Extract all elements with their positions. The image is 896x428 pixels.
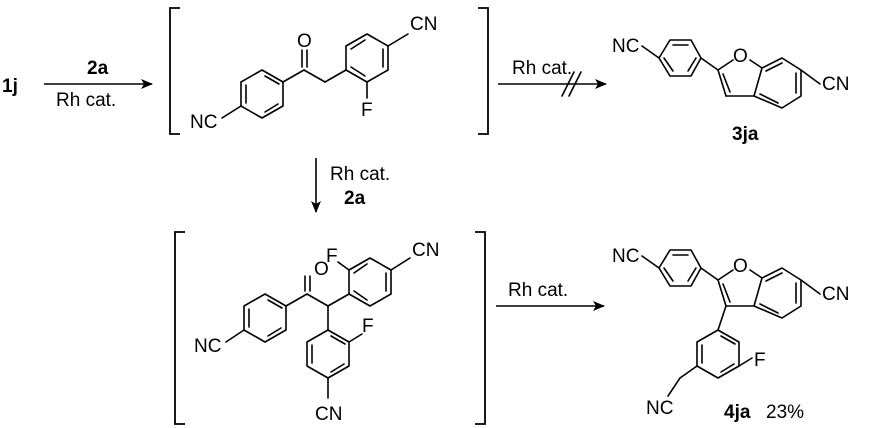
nitrile-label: CN bbox=[822, 74, 849, 95]
oxygen-label: O bbox=[297, 31, 312, 52]
catalyst-label-4: Rh cat. bbox=[508, 280, 568, 301]
catalyst-label-1: Rh cat. bbox=[56, 90, 116, 111]
nitrile-label: CN bbox=[315, 404, 342, 425]
reagent-2a-label: 2a bbox=[87, 58, 109, 79]
bracket-left-2 bbox=[174, 231, 185, 425]
reagent-2a-label: 2a bbox=[344, 188, 366, 209]
nitrile-label: NC bbox=[612, 246, 639, 267]
compound-3ja-label: 3ja bbox=[732, 124, 759, 145]
nitrile-label: NC bbox=[612, 36, 639, 57]
nitrile-label: NC bbox=[646, 398, 673, 419]
intermediate-2-structure: NC O F CN F CN bbox=[194, 240, 439, 425]
bracket-left-1 bbox=[169, 7, 180, 135]
fluorine-label: F bbox=[326, 246, 338, 267]
yield-label: 23% bbox=[766, 402, 804, 423]
nitrile-label: CN bbox=[412, 240, 439, 261]
blocked-mark bbox=[568, 71, 582, 97]
fluorine-label: F bbox=[361, 100, 373, 121]
compound-1j-label: 1j bbox=[2, 76, 18, 97]
bracket-right-2 bbox=[475, 231, 486, 425]
fluorine-label: F bbox=[362, 316, 374, 337]
compound-4ja-label: 4ja bbox=[724, 402, 751, 423]
blocked-mark bbox=[561, 71, 575, 97]
fluorine-label: F bbox=[754, 350, 766, 371]
product-3ja-structure: NC O CN bbox=[612, 36, 849, 109]
bracket-right-1 bbox=[478, 7, 489, 135]
oxygen-label: O bbox=[733, 256, 748, 277]
nitrile-label: NC bbox=[194, 336, 221, 357]
oxygen-label: O bbox=[314, 259, 329, 280]
nitrile-label: CN bbox=[410, 14, 437, 35]
product-4ja-structure: NC O CN F NC bbox=[612, 246, 849, 419]
intermediate-1-structure: NC O F CN bbox=[190, 14, 437, 133]
oxygen-label: O bbox=[733, 46, 748, 67]
catalyst-label-3: Rh cat. bbox=[330, 164, 390, 185]
nitrile-label: NC bbox=[190, 112, 217, 133]
nitrile-label: CN bbox=[822, 284, 849, 305]
catalyst-label-2: Rh cat. bbox=[512, 58, 572, 79]
